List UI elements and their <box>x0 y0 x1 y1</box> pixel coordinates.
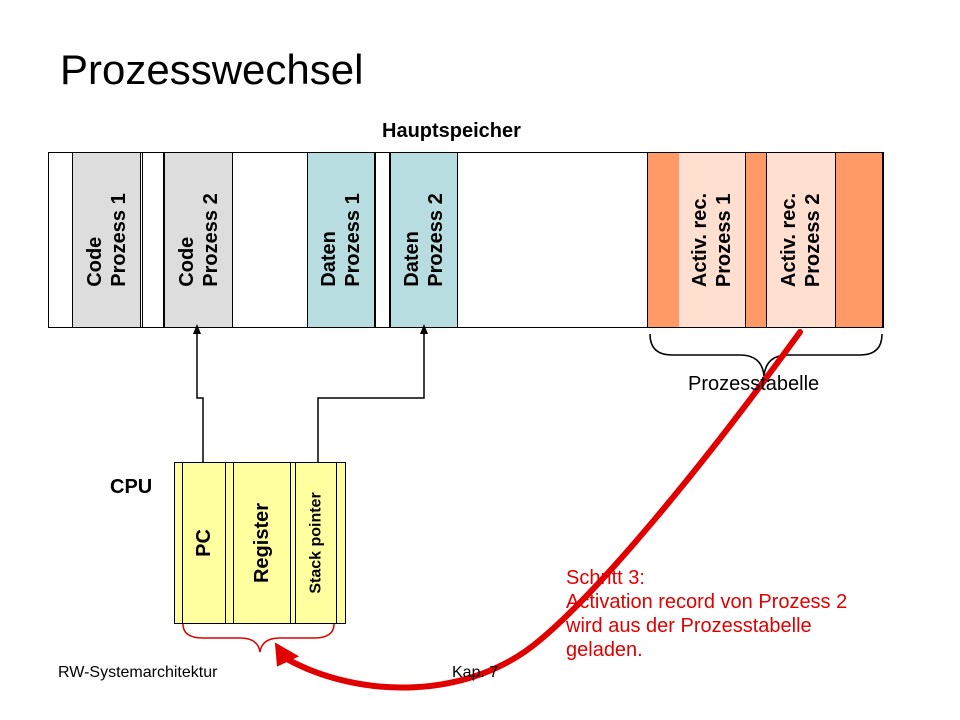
table-gap-segment <box>745 153 767 327</box>
pc-arrow-line <box>196 332 204 462</box>
cpu-label: CPU <box>110 476 153 498</box>
step-line-2: Activation record von Prozess 2 <box>566 591 848 613</box>
cpu-block: PC Register Stack pointer <box>174 462 346 624</box>
daten-segment-2: Daten Prozess 2 <box>390 153 458 327</box>
main-memory: Code Prozess 1 Code Prozess 2 Daten Proz… <box>48 152 884 328</box>
pc-arrowhead <box>193 324 201 334</box>
pc-segment: PC <box>182 463 226 623</box>
cpu-brace <box>182 623 335 653</box>
footer-right: Kap. 7 <box>452 664 499 681</box>
red-load-arrow <box>282 329 803 691</box>
step-description: Schritt 3: Activation record von Prozess… <box>566 566 847 662</box>
red-arrowhead <box>274 642 300 667</box>
stack-pointer-segment: Stack pointer <box>295 463 337 623</box>
step-line-3: wird aus der Prozesstabelle <box>566 615 812 637</box>
activ-rec-segment-2: Activ. rec. Prozess 2 <box>767 153 835 327</box>
gap-segment <box>375 153 390 327</box>
table-end-segment <box>835 153 883 327</box>
code-segment-2: Code Prozess 2 <box>164 153 233 327</box>
daten-segment-1: Daten Prozess 1 <box>307 153 375 327</box>
page-title: Prozesswechsel <box>60 46 364 93</box>
stack-arrowhead <box>420 324 428 334</box>
stack-pointer-label: Stack pointer <box>307 492 325 594</box>
footer-left: RW-Systemarchitektur <box>58 664 218 681</box>
register-segment: Register <box>233 463 291 623</box>
register-label: Register <box>251 502 273 584</box>
code-segment-1: Code Prozess 1 <box>72 153 141 327</box>
step-line-1: Schritt 3: <box>566 567 645 589</box>
memory-label: Hauptspeicher <box>382 120 521 142</box>
table-brace <box>649 333 883 377</box>
process-table-label: Prozesstabelle <box>688 373 820 395</box>
activ-rec-segment-1: Activ. rec. Prozess 1 <box>679 153 745 327</box>
pc-label: PC <box>193 529 215 557</box>
stack-arrow-line <box>317 332 425 462</box>
step-line-4: geladen. <box>566 639 643 661</box>
gap-segment <box>142 153 164 327</box>
